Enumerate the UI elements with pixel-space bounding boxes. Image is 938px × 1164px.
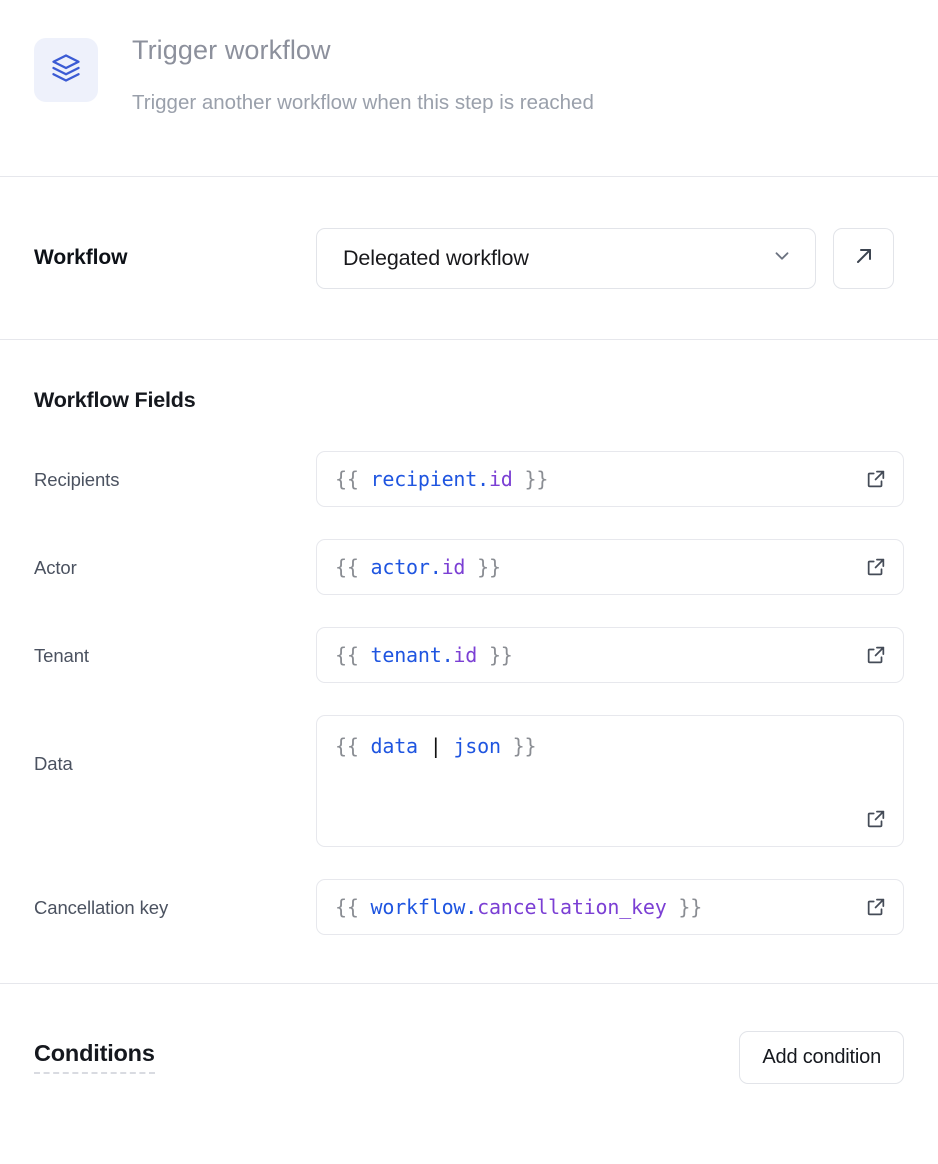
liquid-template-value: {{ recipient.id }}: [335, 467, 549, 491]
header-text-block: Trigger workflow Trigger another workflo…: [132, 32, 594, 118]
external-link-icon[interactable]: [865, 556, 887, 578]
field-input-data[interactable]: {{ data | json }}: [316, 715, 904, 847]
arrow-up-right-icon: [852, 244, 876, 273]
field-row: Recipients {{ recipient.id }}: [34, 451, 904, 507]
layers-icon-container: [34, 38, 98, 102]
field-input-tenant[interactable]: {{ tenant.id }}: [316, 627, 904, 683]
workflow-select[interactable]: Delegated workflow: [316, 227, 816, 289]
page-title: Trigger workflow: [132, 35, 331, 65]
field-label: Actor: [34, 557, 77, 578]
external-link-icon[interactable]: [865, 468, 887, 490]
workflow-label: Workflow: [34, 246, 128, 269]
layers-icon: [51, 53, 81, 88]
workflow-section: Workflow Delegated workflow: [0, 177, 938, 339]
open-workflow-button[interactable]: [833, 227, 894, 289]
field-input-actor[interactable]: {{ actor.id }}: [316, 539, 904, 595]
field-label: Cancellation key: [34, 897, 169, 918]
external-link-icon[interactable]: [865, 808, 887, 830]
field-row: Cancellation key {{ workflow.cancellation…: [34, 879, 904, 935]
liquid-template-value: {{ actor.id }}: [335, 555, 501, 579]
field-label: Recipients: [34, 469, 120, 490]
panel-header: Trigger workflow Trigger another workflo…: [0, 0, 938, 176]
liquid-template-value: {{ tenant.id }}: [335, 643, 513, 667]
divider-header: [0, 176, 938, 177]
workflow-fields-section: Workflow Fields Recipients {{ recipient.i…: [0, 340, 938, 935]
field-input-cancellation-key[interactable]: {{ workflow.cancellation_key }}: [316, 879, 904, 935]
external-link-icon[interactable]: [865, 644, 887, 666]
add-condition-button[interactable]: Add condition: [739, 1030, 904, 1084]
workflow-select-value: Delegated workflow: [343, 245, 529, 270]
liquid-template-value: {{ workflow.cancellation_key }}: [335, 895, 703, 919]
page-subtitle: Trigger another workflow when this step …: [132, 91, 594, 114]
workflow-fields-list: Recipients {{ recipient.id }} Actor {{ act…: [34, 451, 904, 935]
external-link-icon[interactable]: [865, 896, 887, 918]
conditions-title: Conditions: [34, 1040, 155, 1074]
field-row: Data {{ data | json }}: [34, 715, 904, 847]
field-input-recipients[interactable]: {{ recipient.id }}: [316, 451, 904, 507]
workflow-fields-title: Workflow Fields: [34, 388, 196, 412]
field-row: Tenant {{ tenant.id }}: [34, 627, 904, 683]
divider-conditions: [0, 983, 938, 984]
chevron-down-icon: [771, 245, 793, 272]
liquid-template-value: {{ data | json }}: [335, 734, 537, 758]
conditions-section: Conditions Add condition: [0, 984, 938, 1130]
field-label: Tenant: [34, 645, 89, 666]
divider-workflow: [0, 339, 938, 340]
field-row: Actor {{ actor.id }}: [34, 539, 904, 595]
field-label: Data: [34, 753, 73, 774]
